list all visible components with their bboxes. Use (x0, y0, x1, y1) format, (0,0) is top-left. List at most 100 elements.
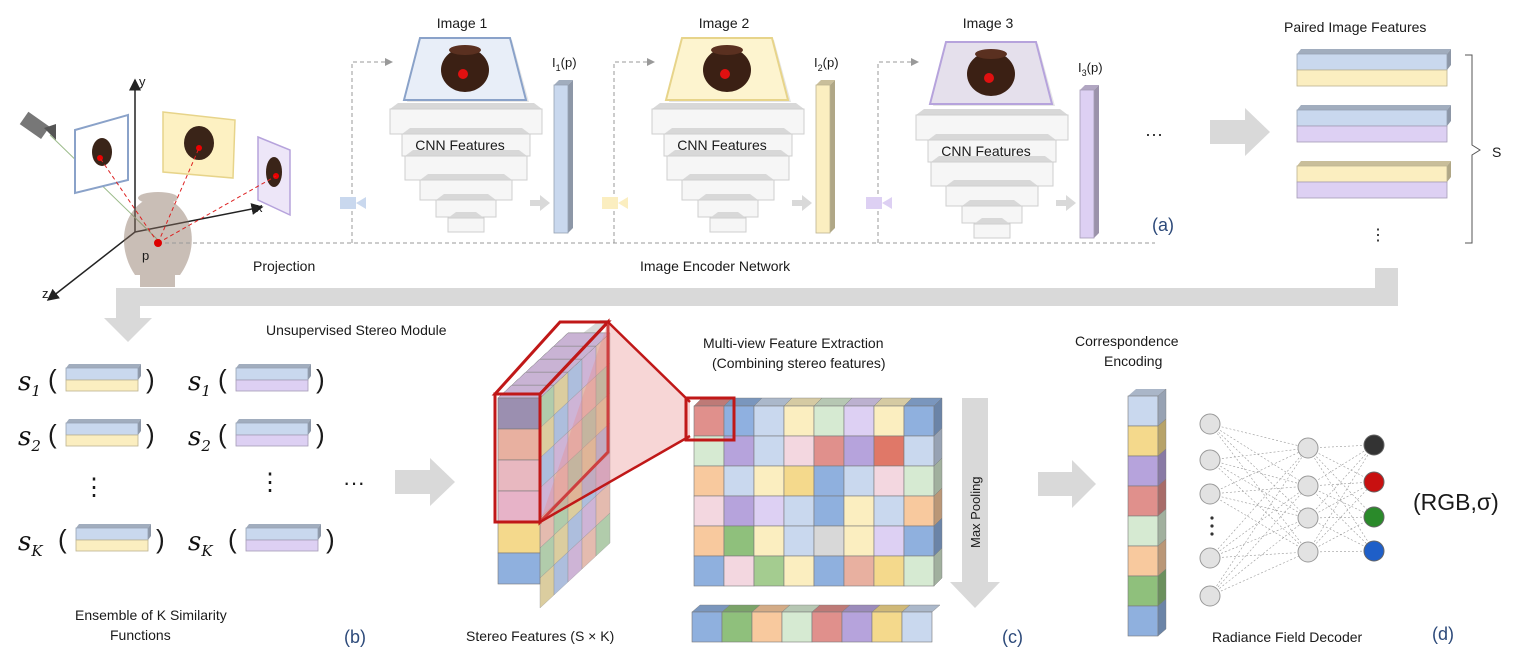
max-pooling-label: Max Pooling (968, 476, 983, 548)
projection-rays (99, 147, 277, 244)
grid-cell (723, 555, 755, 587)
arrow-to-stereo-features (395, 458, 455, 506)
similarity-function: s1() (18, 364, 155, 400)
grid-cell (843, 405, 875, 437)
grid-cell (843, 465, 875, 497)
axis-x-label: x (256, 200, 263, 215)
paired-vdots: ⋮ (1370, 227, 1386, 244)
similarity-function: sK() (188, 524, 335, 560)
pooled-cell (751, 611, 783, 643)
pair-top (235, 364, 311, 381)
max-pooling-arrow (950, 398, 1000, 608)
grid-cell (813, 495, 845, 527)
pair-top (65, 419, 141, 436)
similarity-function: s2() (18, 419, 155, 455)
camera-icon (19, 111, 159, 241)
grid-cell (873, 405, 905, 437)
stereo-module-title: Unsupervised Stereo Module (266, 322, 447, 338)
projection-label: Projection (253, 258, 315, 274)
grid-cell (813, 465, 845, 497)
grid-cell (723, 495, 755, 527)
open-paren: ( (48, 364, 57, 394)
close-paren: ) (146, 419, 155, 449)
stereo-cell (497, 397, 541, 430)
similarity-hdots: ··· (343, 470, 365, 495)
view-plane-2 (162, 111, 236, 179)
stereo-cell (497, 521, 541, 554)
cnn-stack (389, 103, 543, 233)
panel-b-label: (b) (344, 627, 366, 647)
panel-a: y x z (19, 15, 1501, 301)
mlp-node (1199, 449, 1221, 471)
mv-title-2: (Combining stereo features) (712, 355, 886, 371)
grid-cell (873, 435, 905, 467)
cnn-features-label: CNN Features (677, 137, 766, 153)
grid-cell (723, 465, 755, 497)
grid-cell (783, 555, 815, 587)
stereo-cell (497, 552, 541, 585)
input-image-1 (402, 37, 529, 102)
panel-c: Multi-view Feature Extraction (Combining… (466, 318, 1096, 647)
encoding-cell (1127, 485, 1159, 517)
encoding-cell (1127, 605, 1159, 637)
similarity-function: sK() (18, 524, 165, 560)
paired-top (1296, 49, 1451, 71)
image-title: Image 3 (963, 15, 1014, 31)
pair-top (75, 524, 151, 541)
grid-cell (873, 495, 905, 527)
grid-cell (813, 555, 845, 587)
similarity-symbol: sK (188, 527, 213, 560)
camera-icon (340, 197, 366, 209)
similarity-caption-2: Functions (110, 627, 171, 643)
open-paren: ( (218, 419, 227, 449)
pair-top (235, 419, 311, 436)
cnn-features-label: CNN Features (941, 143, 1030, 159)
pooled-cell (691, 611, 723, 643)
grid-cell (903, 525, 935, 557)
grid-cell (903, 495, 935, 527)
correspondence-title-1: Correspondence (1075, 333, 1179, 349)
grid-cell (843, 495, 875, 527)
cnn-features-label: CNN Features (415, 137, 504, 153)
pooled-cell (721, 611, 753, 643)
grid-cell (813, 435, 845, 467)
grid-cell (753, 525, 785, 557)
encoding-cell (1127, 425, 1159, 457)
mlp-output-node (1363, 506, 1385, 528)
paired-top (1296, 105, 1451, 127)
stereo-features-label: Stereo Features (S × K) (466, 628, 614, 644)
image-title: Image 1 (437, 15, 488, 31)
similarity-vdots: ⋮ (82, 474, 106, 501)
cnn-stack (915, 109, 1069, 239)
input-image-2 (664, 37, 791, 102)
stereo-cell (497, 490, 541, 523)
grid-cell (873, 525, 905, 557)
close-paren: ) (156, 524, 165, 554)
panel-d: Correspondence Encoding Radiance Field D… (1075, 333, 1499, 645)
mlp-node (1297, 475, 1319, 497)
image-title: Image 2 (699, 15, 750, 31)
grid-cell (843, 435, 875, 467)
grid-cell (723, 405, 755, 437)
encoder-label: Image Encoder Network (640, 258, 791, 274)
similarity-function: s2() (188, 419, 325, 455)
paired-bottom (1296, 181, 1448, 199)
grid-cell (693, 495, 725, 527)
decoder-label: Radiance Field Decoder (1212, 629, 1363, 645)
axis-z-label: z (42, 286, 49, 301)
feature-vector (553, 80, 573, 234)
pooled-cell (781, 611, 813, 643)
grid-cell (783, 525, 815, 557)
similarity-vdots: ⋮ (258, 469, 282, 496)
mlp-output-node (1363, 540, 1385, 562)
encoding-cell (1127, 575, 1159, 607)
grid-cell (693, 465, 725, 497)
grid-highlight (684, 396, 736, 442)
mlp-output-node (1363, 471, 1385, 493)
feature-vector (1079, 85, 1099, 239)
paired-feature (1296, 49, 1451, 87)
pair-bottom (75, 539, 149, 552)
view-plane-1 (74, 113, 129, 195)
